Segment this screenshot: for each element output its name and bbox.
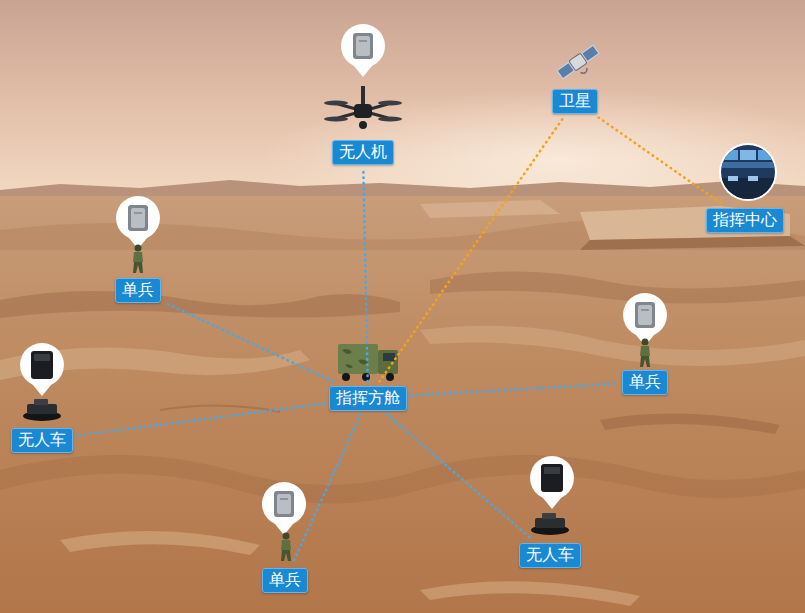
command-center-photo: [720, 144, 776, 200]
drone-icon: [354, 104, 372, 118]
label-text: 无人车: [18, 430, 66, 450]
drone-icon: [341, 24, 385, 77]
drone-icon: [324, 24, 402, 129]
ugv-icons: [541, 464, 563, 492]
terrain: [0, 291, 400, 318]
link-line: [293, 415, 361, 564]
command-center-photo: [719, 143, 777, 201]
terrain: [0, 455, 805, 504]
link-line: [363, 169, 367, 382]
terrain: [0, 180, 805, 613]
ugv-icons: [530, 456, 574, 509]
ugv-icons: [20, 343, 574, 535]
soldier-icons: [274, 491, 294, 517]
drone-icon: [359, 121, 367, 129]
label-text: 卫星: [559, 91, 591, 111]
command-center-photo: [740, 150, 756, 160]
device-label: 无人机: [332, 140, 394, 165]
command-center-photo: [720, 144, 776, 200]
command-truck: [342, 373, 350, 381]
device-label: 卫星: [552, 89, 598, 114]
drone-icon: [378, 101, 402, 106]
command-truck: [383, 353, 395, 361]
command-center-photo: [758, 150, 774, 160]
soldier-icons: [281, 533, 291, 562]
satellite-icon: [580, 68, 588, 75]
command-center-photo: [728, 176, 738, 181]
command-truck: [342, 349, 368, 368]
command-center-photo: [722, 150, 738, 160]
link-line: [411, 384, 618, 396]
satellite-icon: [557, 44, 604, 85]
satellite-icon: [569, 53, 587, 71]
drone-icon: [361, 86, 365, 104]
terrain: [430, 271, 805, 303]
command-truck: [378, 350, 398, 374]
terrain: [580, 236, 805, 250]
link-line: [165, 303, 333, 382]
terrain: [600, 414, 780, 434]
sky: [0, 0, 805, 230]
soldier-icons: [116, 196, 160, 249]
soldier-icons: [128, 205, 148, 231]
soldier-icons: [262, 482, 306, 535]
ugv-icons: [23, 399, 61, 421]
device-label: 单兵: [115, 278, 161, 303]
soldier-icons: [635, 302, 655, 328]
device-label: 单兵: [262, 568, 308, 593]
terrain: [580, 206, 790, 240]
link-line: [380, 118, 564, 382]
label-text: 无人机: [339, 142, 387, 162]
link-line: [599, 118, 722, 204]
device-label: 无人车: [11, 428, 73, 453]
command-center-photo: [722, 162, 774, 168]
command-truck: [386, 373, 394, 381]
terrain: [0, 348, 310, 381]
label-text: 指挥中心: [713, 210, 777, 230]
ugv-icons: [531, 513, 569, 535]
soldier-icons: [116, 196, 667, 561]
command-truck: [338, 344, 378, 374]
link-line: [387, 415, 531, 539]
drone-icon: [338, 104, 388, 118]
command-truck: [362, 373, 370, 381]
command-center-photo: [748, 176, 758, 181]
ugv-icons: [31, 351, 53, 379]
soldier-icons: [623, 293, 667, 346]
label-text: 单兵: [122, 280, 154, 300]
link-line: [77, 404, 325, 436]
label-text: 单兵: [629, 372, 661, 392]
terrain: [160, 405, 280, 412]
terrain: [420, 581, 640, 606]
label-text: 指挥方舱: [336, 388, 400, 408]
soldier-icons: [133, 245, 143, 274]
ugv-icons: [20, 343, 64, 396]
drone-icon: [338, 104, 388, 118]
drone-icon: [378, 117, 402, 122]
soldier-icons: [640, 339, 650, 368]
drone-icon: [324, 117, 348, 122]
command-center-photo: [719, 143, 777, 201]
device-label: 无人车: [519, 543, 581, 568]
device-label: 指挥方舱: [329, 386, 407, 411]
terrain: [0, 196, 805, 613]
drone-icon: [324, 101, 348, 106]
device-label: 单兵: [622, 370, 668, 395]
label-text: 单兵: [269, 570, 301, 590]
terrain: [420, 200, 560, 218]
label-text: 无人车: [526, 545, 574, 565]
command-center-photo: [720, 178, 776, 200]
terrain: [420, 326, 805, 366]
terrain: [60, 531, 260, 555]
device-label: 指挥中心: [706, 208, 784, 233]
drone-icon: [353, 33, 373, 59]
